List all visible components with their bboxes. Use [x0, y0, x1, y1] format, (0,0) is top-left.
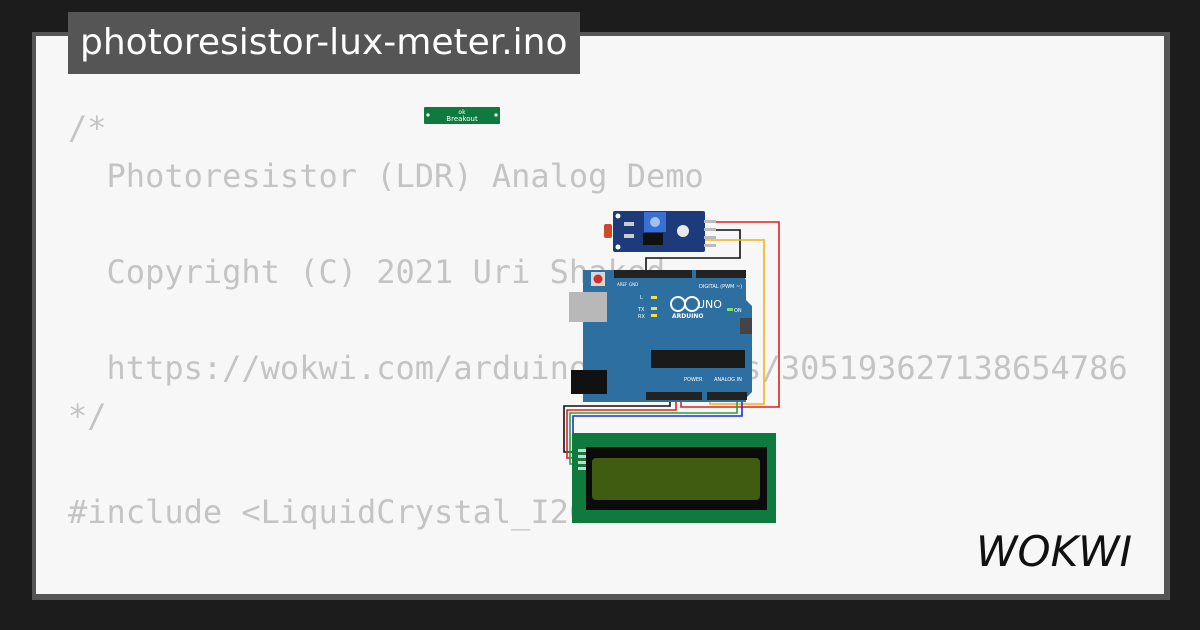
- code-line: Copyright (C) 2021 Uri Shaked: [68, 253, 666, 291]
- wokwi-logo: WOKWI: [976, 528, 1132, 576]
- digital-header-1: [614, 270, 692, 278]
- ldr-sensor-module[interactable]: [604, 211, 716, 252]
- code-line: Photoresistor (LDR) Analog Demo: [68, 157, 704, 195]
- wire-red: [680, 221, 780, 408]
- code-line: /*: [68, 109, 107, 147]
- l-label: L: [640, 295, 643, 301]
- usb-port: [569, 292, 607, 322]
- tx-label: TX: [637, 307, 645, 313]
- lcd-display[interactable]: [572, 433, 776, 523]
- photoresistor[interactable]: [604, 224, 612, 238]
- breakout-label-1: ok: [458, 109, 466, 116]
- code-line: */: [68, 397, 107, 435]
- breakout-label-2: Breakout: [446, 115, 478, 123]
- comparator-chip: [643, 233, 663, 245]
- code-line: #define LDR_PIN 2: [68, 584, 1128, 594]
- project-title: photoresistor-lux-meter.ino: [68, 12, 580, 74]
- board-brand: ARDUINO: [672, 313, 703, 320]
- on-label: ON: [734, 308, 742, 314]
- breakout-board[interactable]: ok Breakout: [424, 107, 500, 124]
- analog-header: [707, 392, 747, 400]
- microcontroller-chip: [651, 350, 745, 368]
- aref-label: AREF: [617, 282, 628, 287]
- analog-label: ANALOG IN: [714, 377, 742, 383]
- digital-label: DIGITAL (PWM ~): [699, 284, 742, 290]
- power-jack: [571, 370, 607, 394]
- digital-header-2: [696, 270, 746, 278]
- power-header: [646, 392, 702, 400]
- wire-lcd-black: [563, 398, 671, 453]
- power-label: POWER: [684, 377, 703, 383]
- rx-label: RX: [638, 314, 645, 320]
- wokwi-logo-text: WOKWI: [976, 528, 1132, 576]
- gnd-label: GND: [629, 282, 638, 287]
- lcd-screen: [592, 458, 760, 500]
- wire-black: [645, 229, 741, 270]
- board-model: UNO: [697, 298, 722, 311]
- arduino-uno[interactable]: UNO ARDUINO DIGITAL (PWM ~) ANALOG IN PO…: [569, 270, 752, 402]
